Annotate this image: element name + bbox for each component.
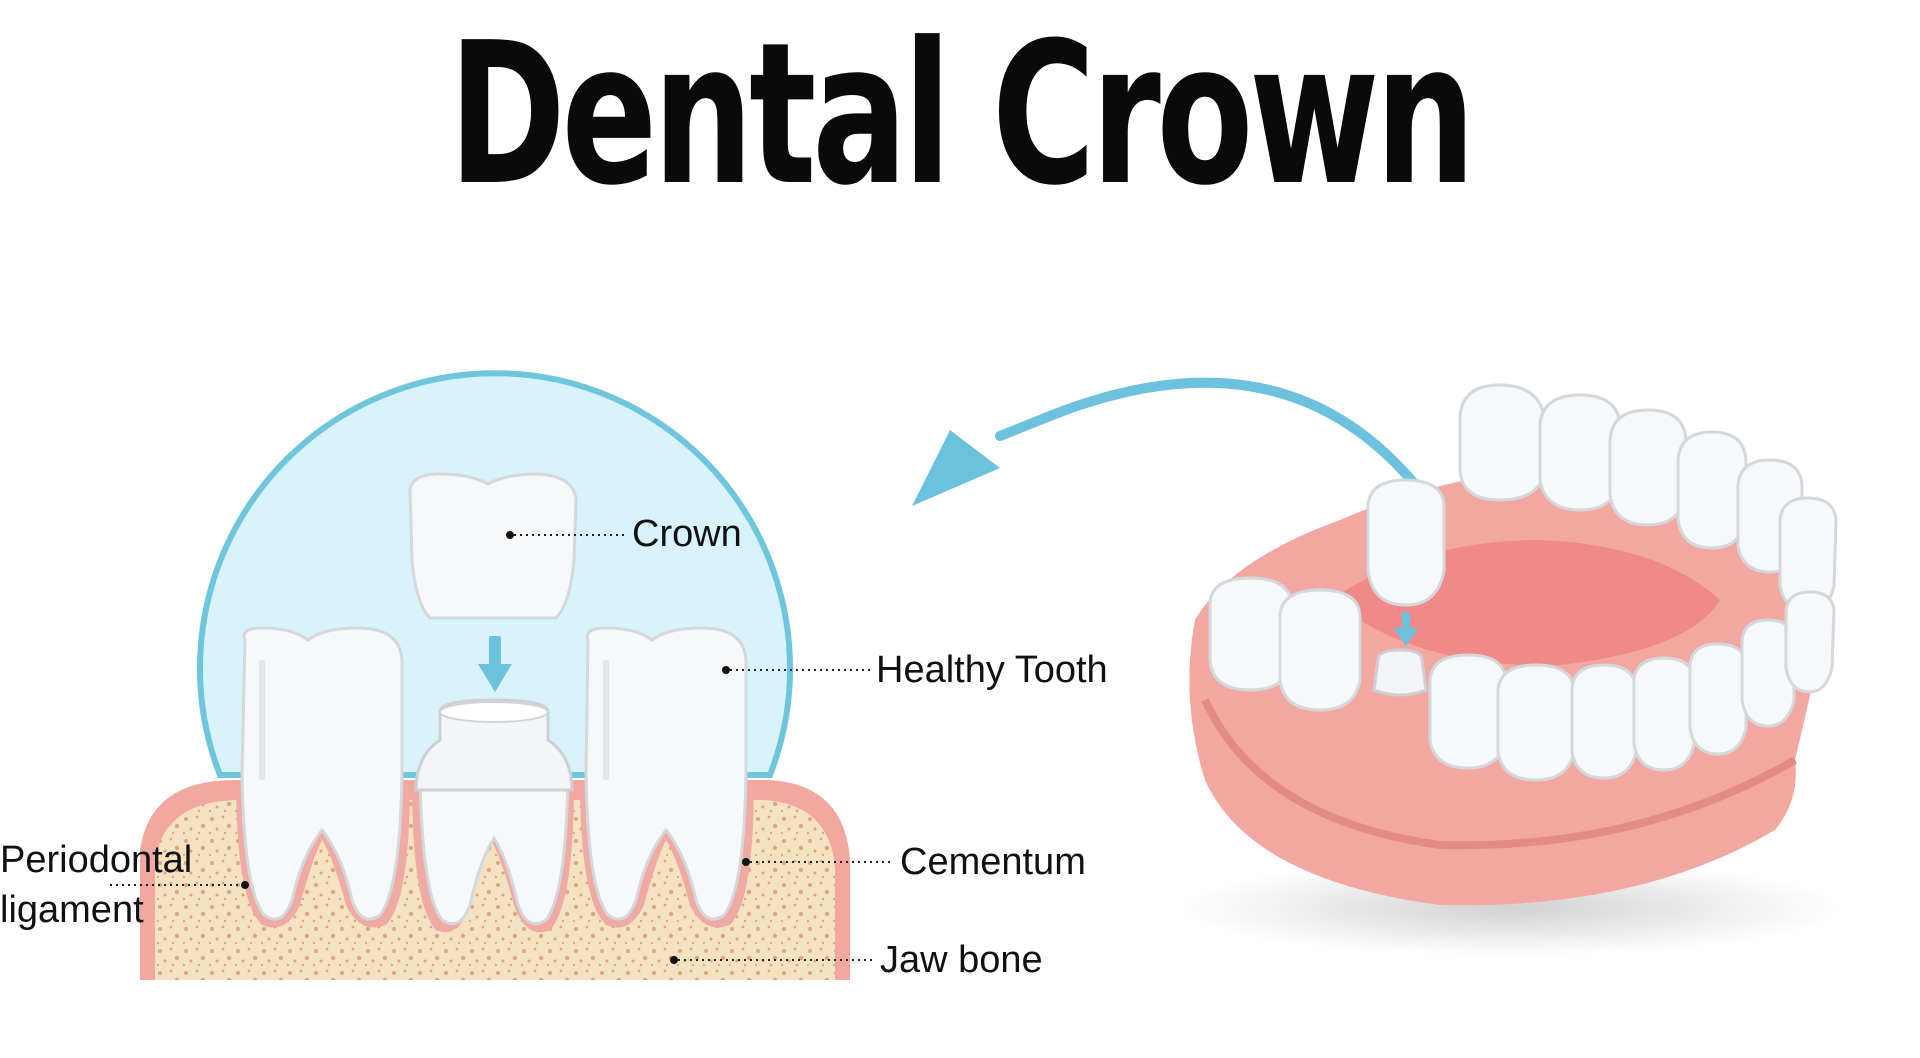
prepared-tooth-root — [418, 773, 570, 926]
page-title: Dental Crown — [448, 1, 1476, 229]
crown-cap — [408, 472, 578, 620]
prepared-tooth-abutment — [414, 698, 574, 792]
cross-section-diagram — [140, 370, 850, 980]
jaw-floating-crown — [1366, 478, 1446, 607]
diagram-labels: Crown Healthy Tooth Cementum Jaw bone Pe… — [0, 513, 1108, 981]
jaw-down-arrow-icon — [1394, 612, 1418, 646]
label-crown: Crown — [632, 513, 742, 555]
curved-arrow-icon — [912, 377, 1423, 506]
down-arrow-icon — [478, 636, 512, 692]
label-cementum: Cementum — [900, 841, 1086, 883]
right-healthy-tooth — [584, 626, 748, 921]
label-jaw-bone: Jaw bone — [880, 939, 1043, 981]
jaw-abutment — [1372, 648, 1428, 697]
label-periodontal-line2: ligament — [0, 889, 144, 931]
jaw-model-illustration — [1180, 383, 1840, 956]
label-healthy-tooth: Healthy Tooth — [876, 649, 1108, 691]
lower-row-teeth — [1208, 576, 1836, 782]
left-healthy-tooth — [240, 626, 404, 921]
label-periodontal-line1: Periodontal — [0, 839, 192, 881]
upper-row-teeth — [1458, 383, 1838, 612]
